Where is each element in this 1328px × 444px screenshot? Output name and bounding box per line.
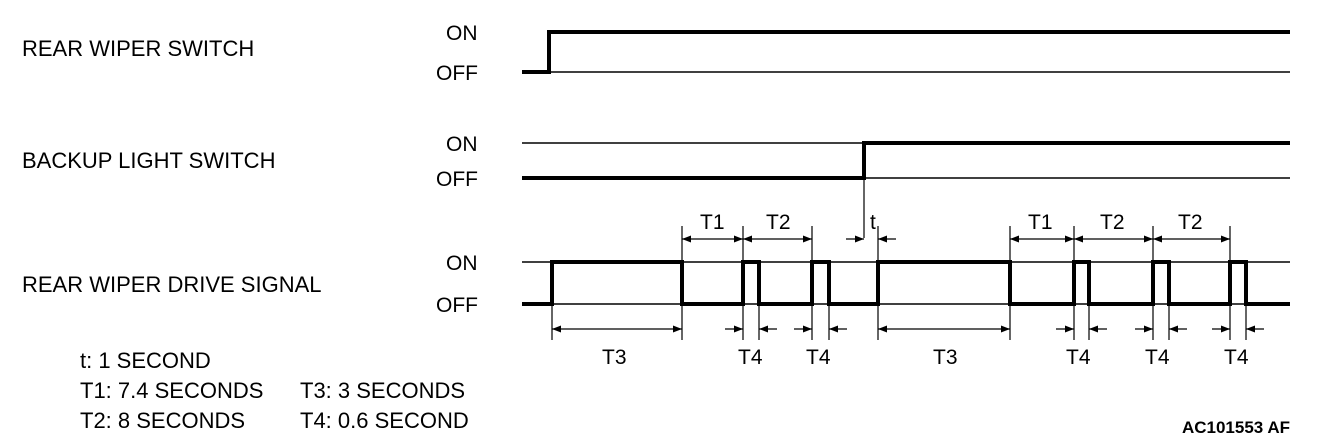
t2-label-3: T2 (1178, 211, 1203, 234)
arrowhead (855, 235, 864, 243)
arrowhead (1065, 325, 1074, 333)
t4-label-4: T4 (1145, 346, 1170, 369)
drive-signal-waveform (522, 260, 1290, 306)
arrowhead (673, 325, 682, 333)
arrowhead (878, 325, 887, 333)
arrowhead (1144, 325, 1153, 333)
arrowhead (759, 325, 768, 333)
t3-label-1: T3 (602, 346, 627, 369)
t1-dimension-1 (682, 235, 743, 243)
t4-label-5: T4 (1224, 346, 1249, 369)
arrowhead (803, 325, 812, 333)
dimension-arrows (552, 235, 1264, 333)
t2-label-2: T2 (1100, 211, 1125, 234)
arrowhead (734, 325, 743, 333)
arrowhead (1221, 235, 1230, 243)
arrowhead (803, 235, 812, 243)
legend-t1: T1: 7.4 SECONDS (80, 378, 263, 403)
t4-dimension-3 (1056, 325, 1107, 333)
legend-t3: T3: 3 SECONDS (300, 378, 465, 403)
arrowhead (1010, 235, 1019, 243)
arrowhead (1001, 325, 1010, 333)
arrowhead (1065, 235, 1074, 243)
rear-wiper-switch-label: REAR WIPER SWITCH (22, 36, 254, 61)
rear-wiper-switch-trace (522, 30, 1290, 74)
t4-label-1: T4 (738, 346, 763, 369)
backup-light-switch-on-label: ON (446, 133, 478, 156)
t1-label-2: T1 (1028, 211, 1053, 234)
arrowhead (1089, 325, 1098, 333)
rear-wiper-drive-signal-label: REAR WIPER DRIVE SIGNAL (22, 272, 322, 297)
t4-dimension-4 (1135, 325, 1187, 333)
rear-wiper-switch-off-label: OFF (436, 62, 478, 85)
legend-t4: T4: 0.6 SECOND (300, 408, 469, 433)
backup-light-switch-waveform (522, 141, 1290, 238)
t3-dimension-1 (552, 325, 682, 333)
drive-signal-trace (522, 260, 1290, 306)
rear-wiper-switch-on-label: ON (446, 22, 478, 45)
drive-signal-off-label: OFF (436, 294, 478, 317)
arrowhead (552, 325, 561, 333)
t4-dimension-1 (725, 325, 777, 333)
arrowhead (1074, 235, 1083, 243)
arrowhead (682, 235, 691, 243)
arrowhead (1169, 325, 1178, 333)
arrowhead (829, 325, 838, 333)
backup-light-switch-label: BACKUP LIGHT SWITCH (22, 148, 275, 173)
t2-dimension-1 (743, 235, 812, 243)
t3-dimension-2 (878, 325, 1010, 333)
t2-dimension-3 (1153, 235, 1230, 243)
arrowhead (1221, 325, 1230, 333)
arrowhead (878, 235, 887, 243)
t4-label-3: T4 (1066, 346, 1091, 369)
figure-code: AC101553 AF (1182, 418, 1290, 437)
extension-lines (551, 226, 1247, 340)
t4-label-2: T4 (806, 346, 831, 369)
arrowhead (1153, 235, 1162, 243)
t4-dimension-5 (1212, 325, 1264, 333)
t4-dimension-2 (794, 325, 847, 333)
rear-wiper-switch-waveform (522, 30, 1290, 74)
t-label: t (870, 211, 876, 234)
backup-light-switch-trace (522, 141, 1290, 180)
drive-signal-on-label: ON (446, 252, 478, 275)
legend-t: t: 1 SECOND (80, 348, 211, 373)
t2-label-1: T2 (766, 211, 791, 234)
t1-label-1: T1 (700, 211, 725, 234)
arrowhead (1246, 325, 1255, 333)
t3-label-2: T3 (933, 346, 958, 369)
arrowhead (1144, 235, 1153, 243)
arrowhead (734, 235, 743, 243)
legend-t2: T2: 8 SECONDS (80, 408, 245, 433)
t-dimension (846, 235, 896, 243)
backup-light-switch-off-label: OFF (436, 168, 478, 191)
arrowhead (743, 235, 752, 243)
t2-dimension-2 (1074, 235, 1153, 243)
t1-dimension-2 (1010, 235, 1074, 243)
